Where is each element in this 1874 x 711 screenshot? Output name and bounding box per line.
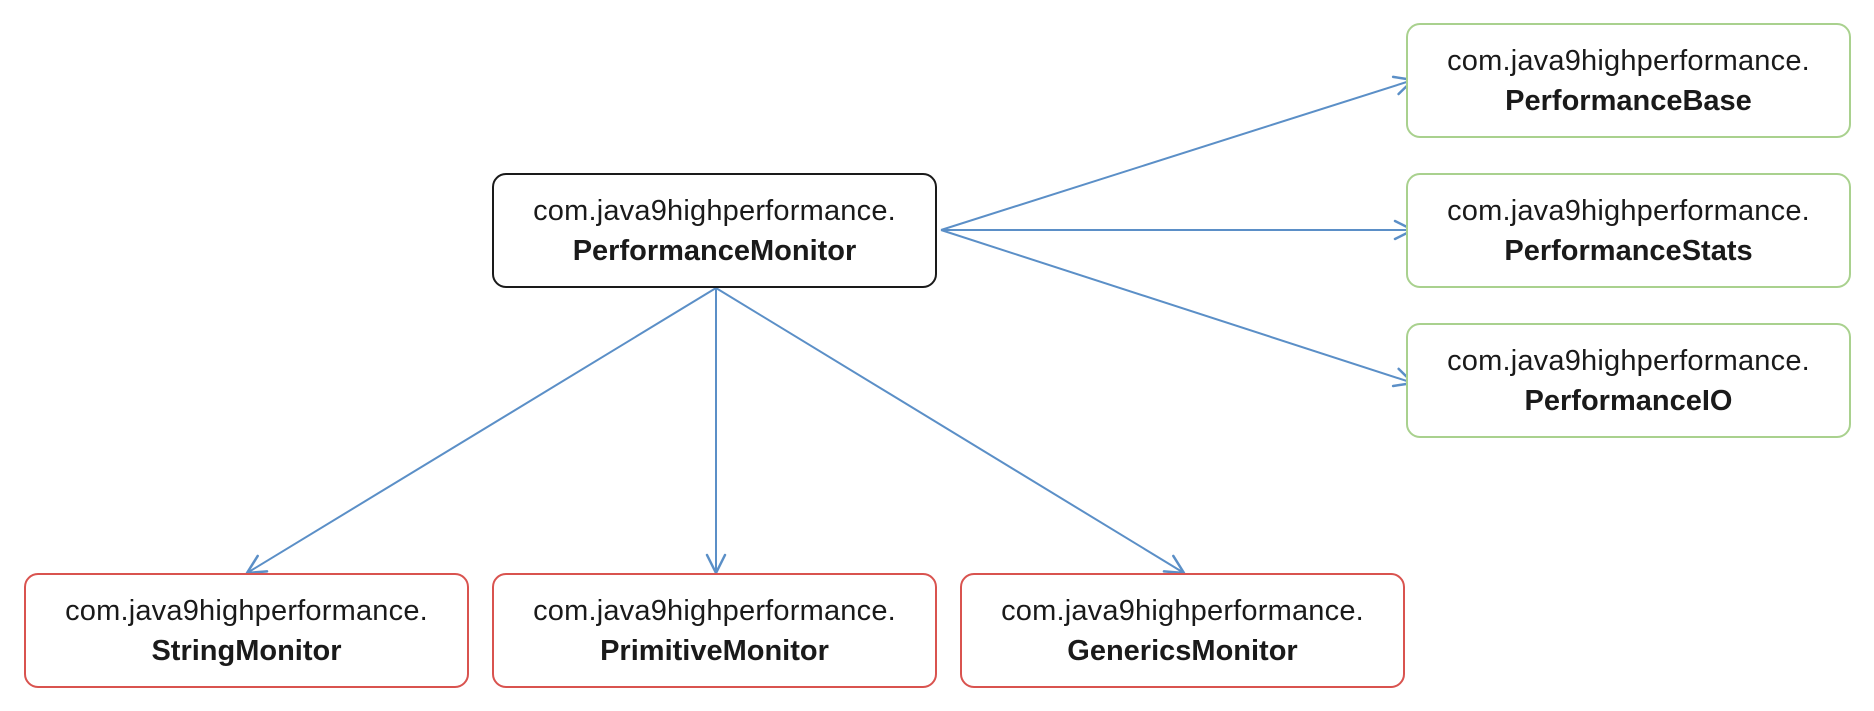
- arrowhead-icon: [1162, 554, 1186, 575]
- node-string-monitor: com.java9highperformance. StringMonitor: [24, 573, 469, 688]
- node-package-label: com.java9highperformance.: [1447, 44, 1810, 77]
- node-class-label: PerformanceIO: [1524, 384, 1733, 417]
- node-class-label: GenericsMonitor: [1067, 634, 1298, 667]
- edge-root-to-generics: [715, 287, 1186, 575]
- node-performance-base: com.java9highperformance. PerformanceBas…: [1406, 23, 1851, 138]
- edge-root-to-primitive: [705, 288, 727, 575]
- node-package-label: com.java9highperformance.: [533, 194, 896, 227]
- node-class-label: PrimitiveMonitor: [600, 634, 829, 667]
- edge-line: [940, 229, 1414, 384]
- node-performance-stats: com.java9highperformance. PerformanceSta…: [1406, 173, 1851, 288]
- arrowhead-icon: [245, 554, 269, 575]
- edge-root-to-io: [940, 229, 1415, 388]
- node-class-label: PerformanceBase: [1505, 84, 1752, 117]
- edge-line: [246, 287, 717, 574]
- node-package-label: com.java9highperformance.: [65, 594, 428, 627]
- node-class-label: StringMonitor: [151, 634, 342, 667]
- node-performance-monitor: com.java9highperformance. PerformanceMon…: [492, 173, 937, 288]
- edge-root-to-base: [940, 75, 1415, 231]
- node-package-label: com.java9highperformance.: [1447, 344, 1810, 377]
- edge-root-to-string: [245, 287, 717, 575]
- edge-line: [940, 79, 1414, 231]
- edge-root-to-stats: [941, 219, 1415, 241]
- node-generics-monitor: com.java9highperformance. GenericsMonito…: [960, 573, 1405, 688]
- node-primitive-monitor: com.java9highperformance. PrimitiveMonit…: [492, 573, 937, 688]
- node-class-label: PerformanceStats: [1504, 234, 1753, 267]
- node-package-label: com.java9highperformance.: [533, 594, 896, 627]
- node-package-label: com.java9highperformance.: [1447, 194, 1810, 227]
- node-class-label: PerformanceMonitor: [572, 234, 857, 267]
- node-package-label: com.java9highperformance.: [1001, 594, 1364, 627]
- node-performance-io: com.java9highperformance. PerformanceIO: [1406, 323, 1851, 438]
- edge-line: [715, 287, 1185, 574]
